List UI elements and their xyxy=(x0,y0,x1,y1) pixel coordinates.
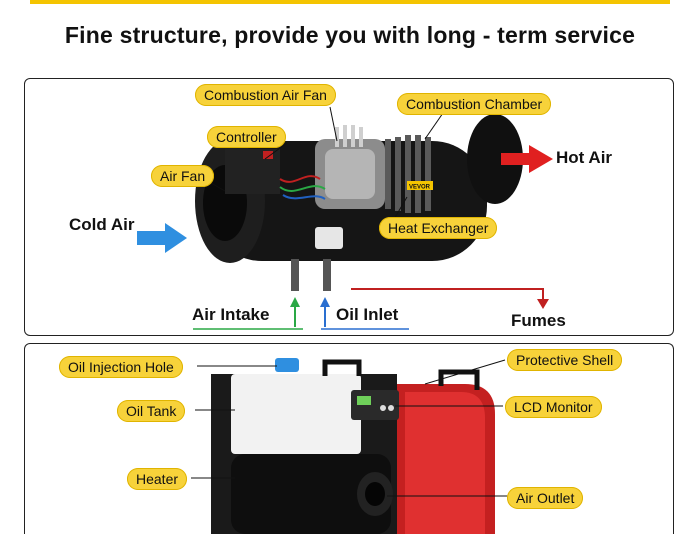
protective-shell-label: Protective Shell xyxy=(507,349,623,371)
oil-injection-hole-label: Oil Injection Hole xyxy=(59,356,183,378)
air-intake-label: Air Intake xyxy=(192,305,270,324)
heater-label: Heater xyxy=(127,468,188,490)
heater-unit xyxy=(211,358,495,534)
cold-air-label: Cold Air xyxy=(69,215,135,234)
oil-inlet-arrow xyxy=(320,297,409,330)
heat-exchanger-label: Heat Exchanger xyxy=(379,217,498,239)
lcd-monitor-label: LCD Monitor xyxy=(505,396,602,418)
air-intake-arrow xyxy=(193,297,303,330)
controller-label: Controller xyxy=(207,126,286,148)
heater-exterior-panel: Oil Injection Hole Oil Tank Heater Prote… xyxy=(24,343,674,534)
heater-exterior-illustration xyxy=(191,358,509,534)
heater-illustration: VEVOR xyxy=(137,106,553,330)
air-outlet-label: Air Outlet xyxy=(507,487,584,509)
exterior-leader-lines xyxy=(191,359,509,497)
fumes-label: Fumes xyxy=(511,311,566,330)
air-fan-label: Air Fan xyxy=(151,165,215,187)
combustion-chamber-label: Combustion Chamber xyxy=(397,93,552,115)
top-accent-bar xyxy=(30,0,670,4)
fumes-arrow xyxy=(351,288,549,309)
cold-air-arrow xyxy=(137,223,187,253)
oil-inlet-label: Oil Inlet xyxy=(336,305,399,324)
page-headline: Fine structure, provide you with long - … xyxy=(64,22,636,48)
hot-air-arrow xyxy=(501,145,553,173)
oil-tank-label: Oil Tank xyxy=(117,400,186,422)
combustion-air-fan-label: Combustion Air Fan xyxy=(195,84,336,106)
hot-air-label: Hot Air xyxy=(556,148,613,167)
brand-mark: VEVOR xyxy=(409,185,431,191)
heater-structure-panel: VEVOR xyxy=(24,78,674,336)
